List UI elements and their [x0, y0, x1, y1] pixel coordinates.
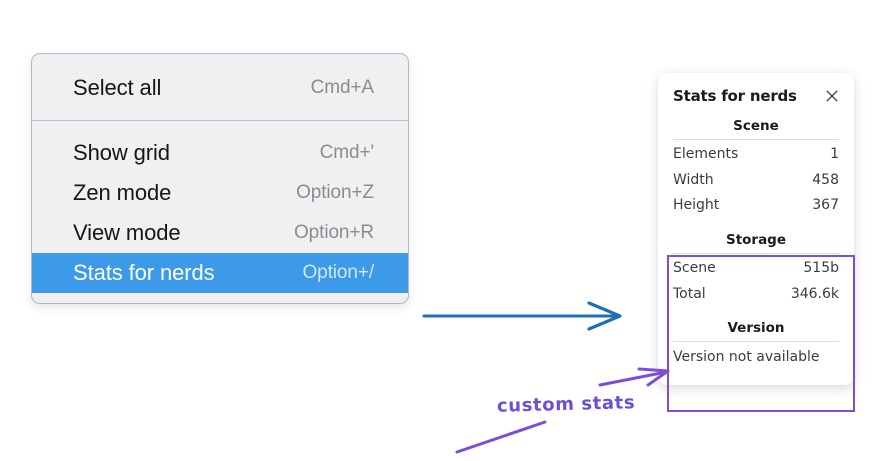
- section-heading: Storage: [725, 232, 787, 249]
- stat-value: 515b: [803, 260, 839, 277]
- version-status-text: Version not available: [673, 349, 820, 366]
- stats-for-nerds-panel: Stats for nerds Scene Elements 1 Width 4…: [658, 73, 854, 385]
- menu-separator: [32, 120, 408, 121]
- purple-underline-annotation: [455, 420, 547, 454]
- close-icon[interactable]: [824, 88, 840, 104]
- stat-row: Height 367: [658, 193, 854, 219]
- stat-label: Height: [673, 197, 720, 214]
- menu-item-show-grid[interactable]: Show grid Cmd+': [32, 133, 408, 173]
- menu-item-label: Zen mode: [73, 180, 172, 205]
- section-heading: Scene: [733, 118, 779, 134]
- section-heading: Version: [727, 320, 785, 337]
- menu-group-2: Show grid Cmd+' Zen mode Option+Z View m…: [32, 121, 408, 303]
- section-divider: [673, 341, 839, 343]
- custom-stats-annotation-label: custom stats: [496, 392, 636, 417]
- menu-item-shortcut: Cmd+A: [310, 77, 374, 98]
- stat-value: 367: [812, 197, 839, 214]
- menu-item-stats-for-nerds[interactable]: Stats for nerds Option+/: [32, 253, 408, 293]
- panel-title: Stats for nerds: [673, 87, 797, 105]
- blue-arrow-annotation: [422, 301, 622, 331]
- context-menu[interactable]: Select all Cmd+A Show grid Cmd+' Zen mod…: [31, 53, 409, 304]
- panel-header: Stats for nerds: [658, 85, 854, 105]
- section-storage: Storage Scene 515b Total 346.6k: [658, 232, 854, 307]
- stat-value: 1: [830, 146, 839, 162]
- menu-item-label: View mode: [73, 220, 181, 245]
- menu-item-label: Show grid: [73, 140, 170, 165]
- section-scene: Scene Elements 1 Width 458 Height 367: [658, 118, 854, 219]
- menu-item-shortcut: Cmd+': [319, 142, 374, 163]
- menu-item-view-mode[interactable]: View mode Option+R: [32, 213, 408, 253]
- menu-item-label: Select all: [73, 75, 162, 100]
- section-version: Version Version not available: [658, 320, 854, 370]
- menu-item-shortcut: Option+R: [294, 222, 374, 243]
- stat-label: Elements: [673, 146, 739, 162]
- stat-value: 346.6k: [790, 285, 839, 302]
- stat-label: Scene: [673, 260, 716, 277]
- section-divider: [673, 139, 839, 140]
- section-divider: [673, 253, 839, 255]
- stat-label: Total: [673, 285, 706, 302]
- menu-item-select-all[interactable]: Select all Cmd+A: [32, 68, 408, 108]
- menu-item-label: Stats for nerds: [73, 260, 215, 285]
- menu-group-1: Select all Cmd+A: [32, 54, 408, 120]
- stat-label: Width: [673, 171, 714, 188]
- menu-item-zen-mode[interactable]: Zen mode Option+Z: [32, 173, 408, 213]
- stat-row: Total 346.6k: [658, 282, 854, 308]
- stat-row: Scene 515b: [658, 256, 854, 282]
- menu-item-shortcut: Option+Z: [296, 182, 374, 203]
- stat-row: Width 458: [658, 168, 854, 194]
- stat-row: Elements 1: [658, 142, 854, 168]
- stat-value: 458: [812, 171, 839, 188]
- menu-item-shortcut: Option+/: [302, 262, 374, 283]
